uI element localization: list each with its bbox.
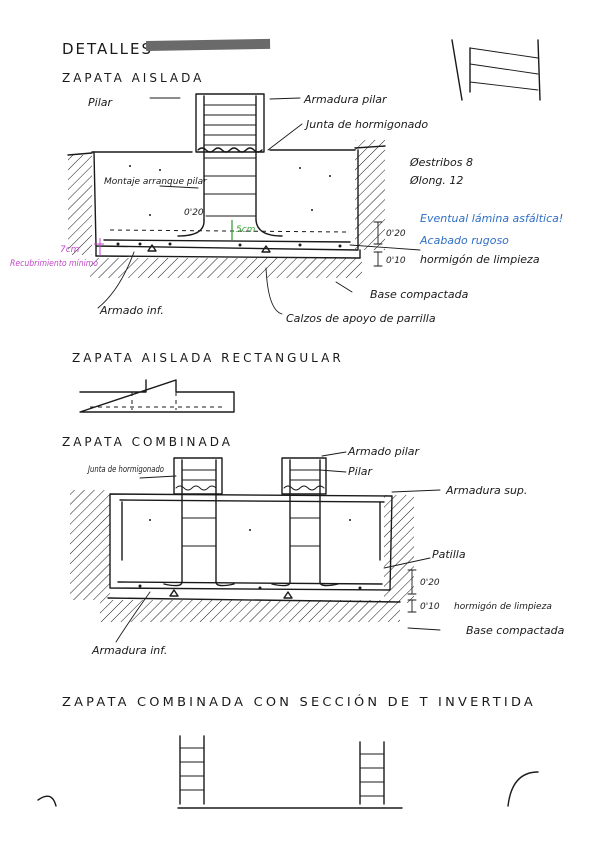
label-armadura-sup: Armadura sup. [445, 484, 527, 497]
zapata-combinada-diagram [70, 451, 441, 643]
label-acabado-rugoso: Acabado rugoso [419, 234, 509, 247]
label-junta-hormigonado: Junta de hormigonado [304, 118, 428, 131]
ground-right [355, 140, 385, 250]
label-long: Ølong. 12 [409, 174, 463, 187]
label-armado-inf: Armado inf. [99, 304, 164, 317]
label-pilar: Pilar [88, 96, 113, 109]
label-dim-020-b: 0'20 [386, 229, 406, 239]
pilar-1 [173, 457, 223, 495]
label-patilla: Patilla [432, 548, 466, 561]
ground-bottom-comb [100, 600, 400, 622]
label-limpieza-comb: hormigón de limpieza [454, 601, 552, 612]
label-recubrimiento-minimo: Recubrimiento mínimo [10, 259, 98, 269]
label-armadura-inf-comb: Armadura inf. [91, 644, 167, 657]
label-junta-comb: Junta de hormigonado [86, 465, 164, 475]
label-dim-010-comb: 0'10 [420, 602, 440, 612]
label-pilar-comb: Pilar [348, 465, 373, 478]
ladder-sketch [451, 39, 541, 101]
heading-zapata-aislada: ZAPATA AISLADA [62, 71, 204, 85]
ground-right-comb [384, 495, 414, 603]
label-dim-020-comb: 0'20 [420, 578, 440, 588]
label-eventual-lamina: Eventual lámina asfáltica! [420, 212, 563, 225]
heading-zapata-rectangular: ZAPATA AISLADA RECTANGULAR [72, 351, 344, 365]
zapata-rectangular-diagram [79, 379, 235, 413]
pilar-2 [281, 457, 327, 495]
label-hormigon-limpieza: hormigón de limpieza [420, 253, 540, 266]
redaction-mark [146, 38, 271, 51]
heading-zapata-combinada: ZAPATA COMBINADA [62, 435, 233, 449]
label-armadura-pilar: Armadura pilar [303, 93, 388, 106]
label-montaje: Montaje arranque pilar [104, 177, 208, 187]
page-title: DETALLES [62, 40, 153, 58]
ground-left [68, 155, 92, 255]
label-armado-pilar-comb: Armado pilar [347, 445, 421, 458]
label-calzos: Calzos de apoyo de parrilla [286, 312, 436, 325]
label-base-comb: Base compactada [466, 624, 565, 637]
label-dim-010: 0'10 [386, 256, 406, 266]
label-7cm: 7cm [60, 245, 80, 255]
label-base-compactada: Base compactada [370, 288, 469, 301]
ground-bottom [90, 258, 362, 278]
pilar-column [195, 93, 265, 153]
label-dim-020-a: 0'20 [184, 208, 204, 218]
ground-left-comb [70, 490, 110, 600]
zapata-t-diagram [37, 735, 539, 809]
zapata-aislada-diagram [67, 93, 421, 315]
label-5cm: 5cm [236, 225, 256, 235]
label-estribos: Øestribos 8 [409, 156, 473, 169]
heading-zapata-t: ZAPATA COMBINADA CON SECCIÓN DE T INVERT… [62, 694, 536, 709]
